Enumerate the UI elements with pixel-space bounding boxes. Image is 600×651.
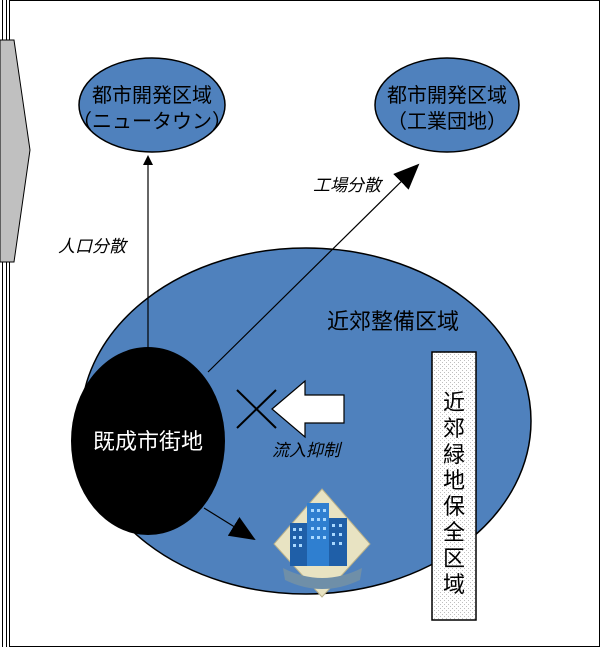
factory-arrow — [207, 163, 420, 373]
existing-urban-label: 既成市街地 — [93, 430, 203, 455]
inflow-block-arrow — [271, 379, 345, 439]
svg-text:近郊緑地保全区域: 近郊緑地保全区域 — [443, 391, 465, 598]
x-mark-icon — [236, 389, 277, 429]
chevron-arrow-icon — [0, 39, 31, 263]
dev-industrial-line2: （工業団地） — [387, 109, 507, 133]
dev-industrial-ellipse — [374, 57, 520, 153]
dev-industrial-line1: 都市開発区域 — [387, 83, 507, 107]
building-arrow — [203, 507, 256, 541]
factory-label: 工場分散 — [313, 176, 384, 196]
existing-urban-ellipse — [71, 347, 225, 535]
dev-newtown-ellipse — [78, 57, 226, 153]
office-building-icon — [273, 488, 371, 598]
population-label: 人口分散 — [58, 237, 129, 257]
inflow-label: 流入抑制 — [272, 441, 343, 461]
greenbelt-box — [431, 351, 477, 621]
greenbelt-label: 近郊緑地保全区域 — [443, 391, 465, 598]
dev-newtown-line2: （ニュータウン） — [72, 109, 232, 133]
suburban-area-label: 近郊整備区域 — [327, 310, 459, 335]
dev-newtown-line1: 都市開発区域 — [92, 83, 212, 107]
